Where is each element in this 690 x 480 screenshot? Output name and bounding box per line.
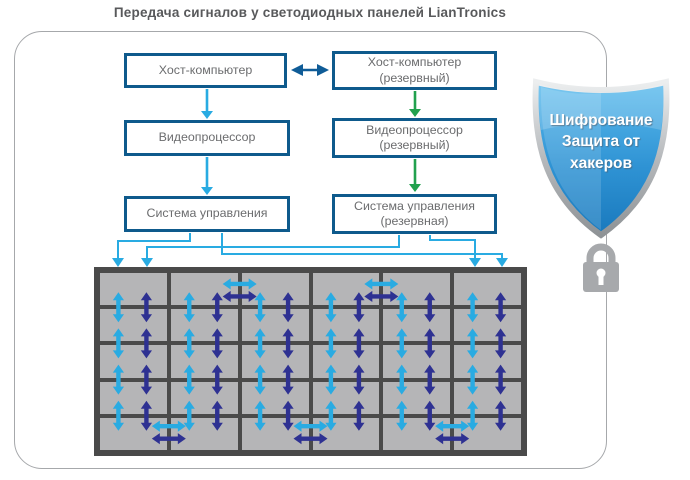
led-panel: [454, 273, 521, 306]
led-panel: [170, 345, 238, 378]
led-panel: [383, 345, 451, 378]
led-panel: [383, 381, 451, 414]
box-video-processor: Видеопроцессор: [124, 120, 290, 156]
led-panel: [170, 381, 238, 414]
led-panel: [312, 417, 380, 450]
led-panel: [312, 309, 380, 342]
box-host-computer-backup: Хост-компьютер (резервный): [332, 51, 497, 90]
led-panel: [100, 345, 167, 378]
shield-icon: [532, 78, 670, 239]
led-panel: [312, 273, 380, 306]
box-control-system: Система управления: [124, 196, 290, 232]
led-panel: [383, 273, 451, 306]
led-panel: [312, 381, 380, 414]
led-panel: [454, 345, 521, 378]
led-panel: [170, 273, 238, 306]
led-panel: [170, 309, 238, 342]
led-panel: [312, 345, 380, 378]
led-panel: [454, 309, 521, 342]
lock-icon: [583, 243, 619, 292]
led-panel: [100, 273, 167, 306]
led-panel: [241, 381, 309, 414]
led-panel: [383, 417, 451, 450]
led-panel: [241, 309, 309, 342]
led-panel: [170, 417, 238, 450]
led-panel: [100, 309, 167, 342]
box-video-processor-backup: Видеопроцессор (резервный): [332, 118, 497, 158]
shield-label: Шифрование Защита от хакеров: [549, 112, 653, 172]
box-host-computer: Хост-компьютер: [124, 53, 287, 88]
led-panel: [241, 417, 309, 450]
led-panel: [241, 273, 309, 306]
led-panel: [100, 417, 167, 450]
led-panel: [100, 381, 167, 414]
page-title: Передача сигналов у светодиодных панелей…: [113, 5, 507, 20]
led-panel: [383, 309, 451, 342]
led-panel-wall: [94, 267, 527, 456]
led-panel: [454, 381, 521, 414]
led-panel: [454, 417, 521, 450]
led-panel: [241, 345, 309, 378]
box-control-system-backup: Система управления (резервная): [332, 194, 497, 234]
